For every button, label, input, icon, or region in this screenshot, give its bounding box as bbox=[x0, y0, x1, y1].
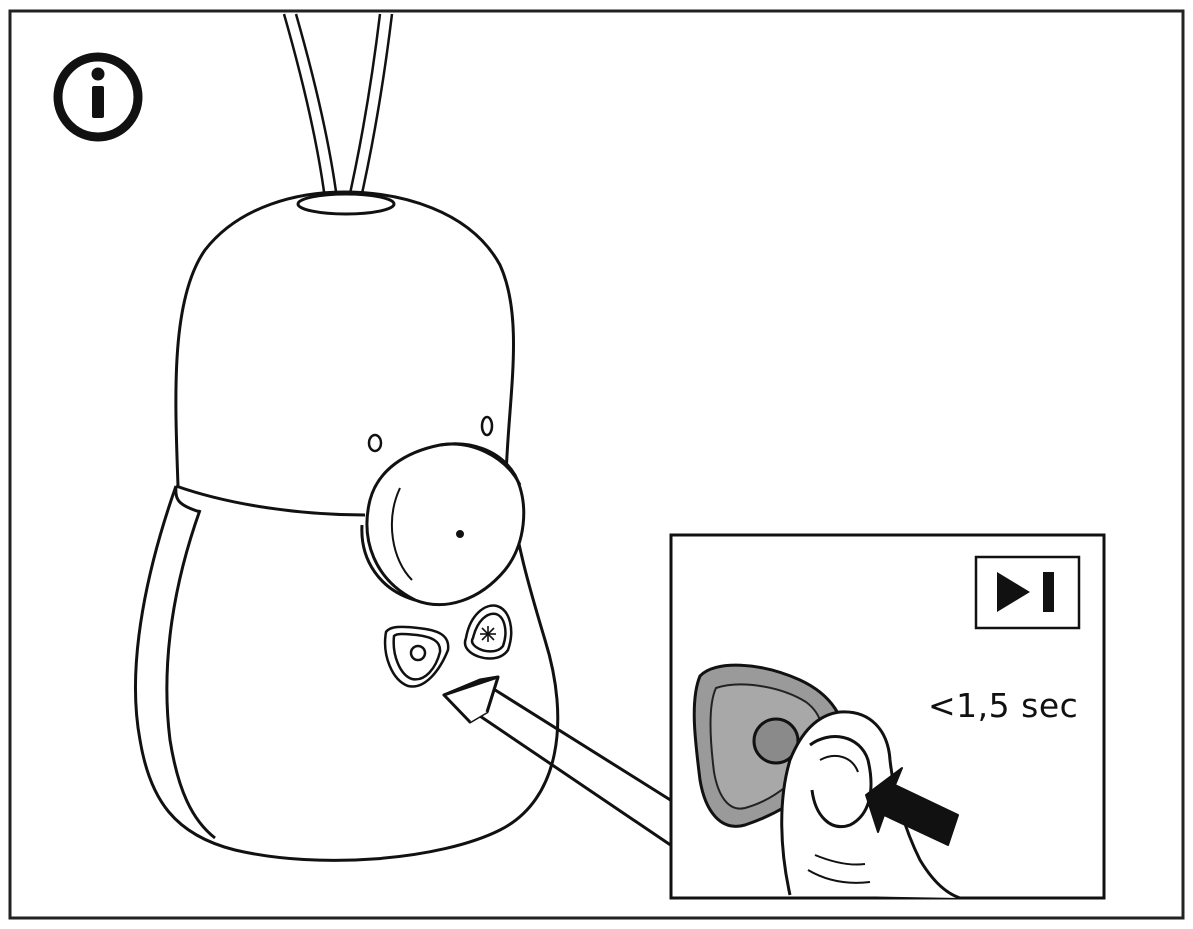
indicator-hole-left bbox=[367, 433, 383, 453]
volume-knob bbox=[360, 442, 526, 607]
press-arrow bbox=[865, 767, 959, 846]
play-next-icon bbox=[974, 555, 1081, 630]
outer-border bbox=[8, 9, 1185, 920]
device-body bbox=[134, 190, 560, 862]
hanging-cord bbox=[282, 13, 394, 208]
light-button-on-device bbox=[463, 604, 513, 660]
play-button-on-device bbox=[383, 625, 450, 688]
press-duration-label: <1,5 sec bbox=[928, 686, 1079, 725]
info-circle-icon bbox=[53, 52, 143, 142]
indicator-hole-right bbox=[480, 415, 494, 437]
